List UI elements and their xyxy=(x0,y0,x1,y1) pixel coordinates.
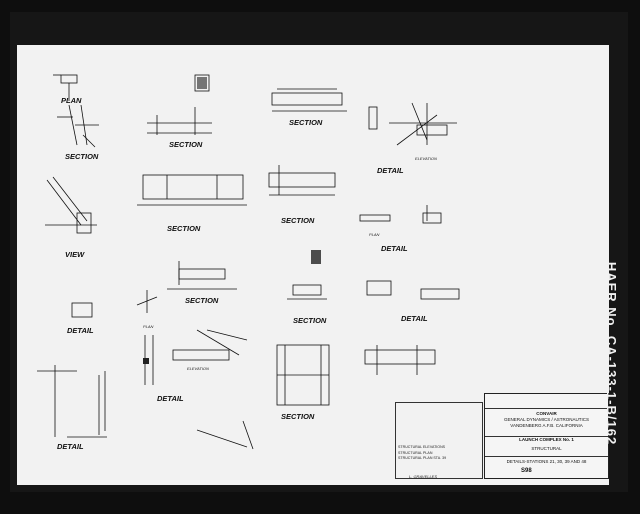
sheet-title: DETAILS-STATIONS 21, 30, 39 AND 48 xyxy=(506,459,587,464)
view-title-detail-1: DETAIL xyxy=(377,166,404,175)
view-title-detail-3: DETAIL xyxy=(67,326,94,335)
view-title-detail-2: DETAIL xyxy=(381,244,408,253)
view-title-plan-3: PLAN xyxy=(143,324,154,329)
view-title-detail-4: DETAIL xyxy=(401,314,428,323)
view-title-section-3: SECTION xyxy=(289,118,323,127)
title-block: CONVAIR GENERAL DYNAMICS / ASTRONAUTICS … xyxy=(484,393,609,479)
reference-item: STRUCTURAL PLAN STA. 39 xyxy=(398,456,447,461)
view-title-section-5: SECTION xyxy=(281,216,315,225)
company-name: CONVAIR xyxy=(536,411,557,416)
view-title-section-6: SECTION xyxy=(185,296,219,305)
view-title-elevation-1: ELEVATION xyxy=(415,156,437,161)
drawing-category: STRUCTURAL xyxy=(531,446,562,451)
view-title-view-1: VIEW xyxy=(65,250,85,259)
reference-item: STRUCTURAL ELEVATIONS xyxy=(398,445,446,449)
view-title-section-7: SECTION xyxy=(293,316,327,325)
view-title-section-8: SECTION xyxy=(281,412,315,421)
view-title-plan-2: PLAN xyxy=(369,232,380,237)
view-title-detail-6: DETAIL xyxy=(57,442,84,451)
view-title-section-1: SECTION xyxy=(65,152,99,161)
drawing-linework xyxy=(37,74,460,450)
haer-number: HAER No. CA-133-1-B/162 xyxy=(604,261,620,446)
company-division: GENERAL DYNAMICS / ASTRONAUTICS xyxy=(503,417,590,422)
view-title-detail-5: DETAIL xyxy=(157,394,184,403)
drawing-sheet: PLAN SECTION SECTION SECTION DETAIL ELEV… xyxy=(17,45,609,485)
reference-item: STRUCTURAL PLAN xyxy=(398,450,433,455)
view-title-section-2: SECTION xyxy=(169,140,203,149)
sheet-number: S98 xyxy=(521,468,532,474)
side-label: HAER No. CA-133-1-B/162 xyxy=(598,260,638,460)
view-title-plan-1: PLAN xyxy=(61,96,82,105)
company-location: VANDENBERG A.F.B. CALIFORNIA xyxy=(510,423,583,428)
view-title-section-4: SECTION xyxy=(167,224,201,233)
drafter-note: L. GRAVELLES xyxy=(409,474,438,479)
project-name: LAUNCH COMPLEX No. 1 xyxy=(519,437,574,442)
view-title-elevation-2: ELEVATION xyxy=(187,366,209,371)
reference-drawings-block: STRUCTURAL ELEVATIONS STRUCTURAL PLAN ST… xyxy=(395,402,483,479)
